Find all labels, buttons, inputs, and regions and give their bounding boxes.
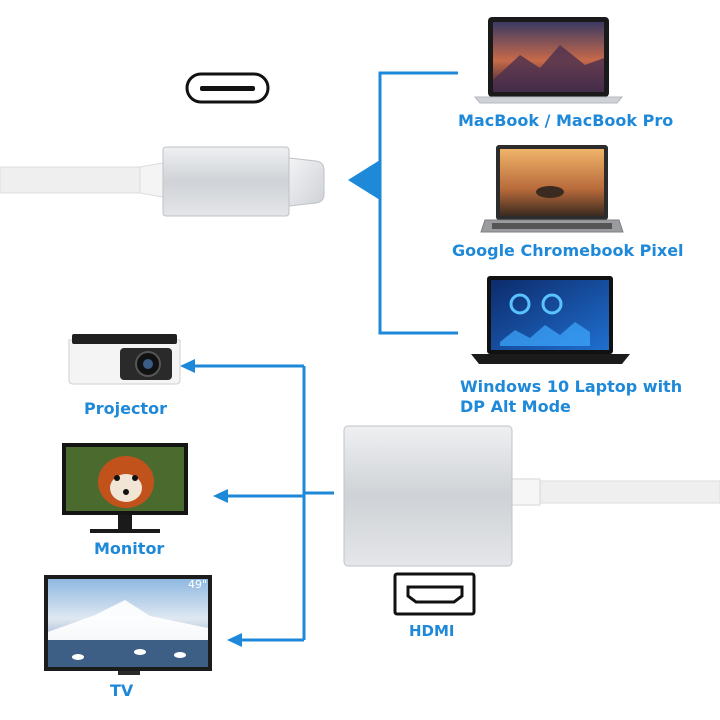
hdmi-adapter	[343, 425, 720, 567]
hdmi-port-label: HDMI	[409, 622, 455, 640]
display-label-monitor: Monitor	[94, 539, 165, 558]
chromebook-laptop-icon	[480, 145, 624, 233]
usb-c-cable	[0, 146, 325, 217]
output-bracket	[180, 359, 334, 647]
device-label-windows-line2: DP Alt Mode	[460, 397, 571, 416]
device-label-macbook: MacBook / MacBook Pro	[458, 111, 674, 130]
display-label-projector: Projector	[84, 399, 167, 418]
device-label-windows-line1: Windows 10 Laptop with	[460, 377, 683, 396]
macbook-laptop-icon	[473, 17, 624, 104]
projector-icon	[68, 334, 181, 385]
hdmi-port-icon	[393, 572, 476, 616]
monitor-icon	[62, 443, 188, 533]
device-label-chromebook: Google Chromebook Pixel	[452, 241, 684, 260]
tv-size-badge: 49"	[188, 578, 208, 591]
input-bracket	[348, 71, 458, 335]
tv-icon	[44, 575, 212, 675]
display-label-tv: TV	[110, 681, 134, 700]
usb-c-port-icon	[185, 72, 270, 104]
windows-laptop-icon	[471, 276, 630, 364]
